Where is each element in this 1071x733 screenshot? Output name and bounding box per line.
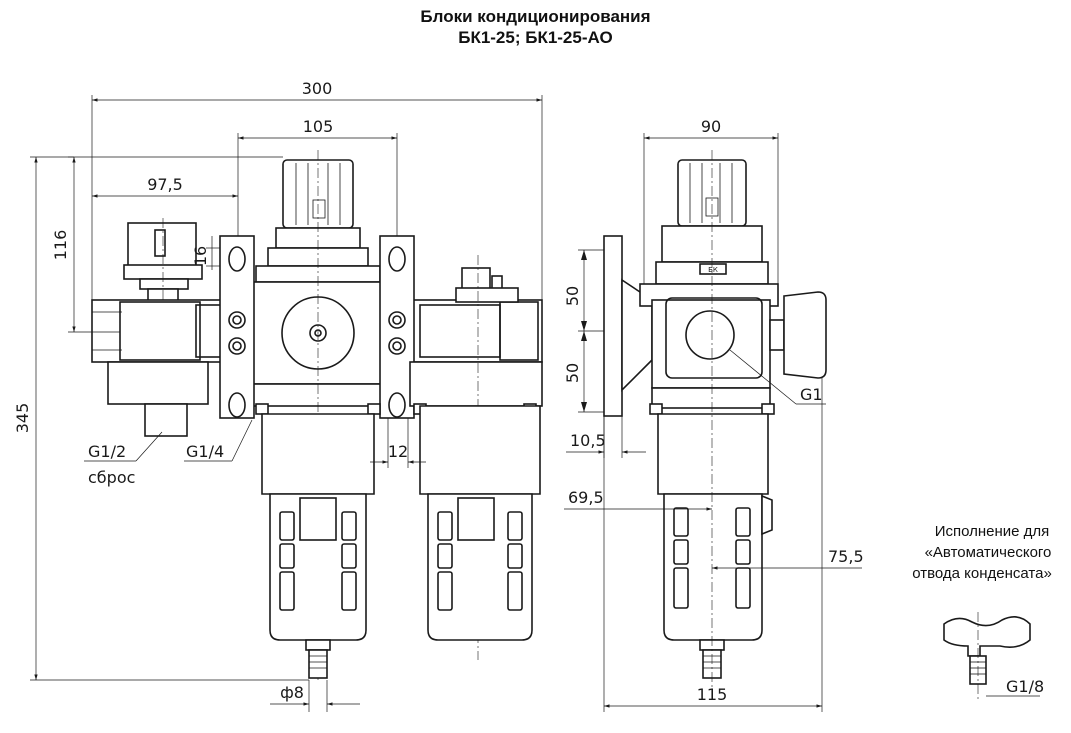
bowl-offset-label: 75,5 (828, 547, 864, 566)
dim-97-5-label: 97,5 (147, 175, 183, 194)
title-line-1: Блоки кондиционирования (420, 7, 651, 26)
dim-69-5: 69,5 (564, 488, 712, 511)
dim-116-label: 116 (51, 230, 70, 261)
dim-97-5: 97,5 (92, 175, 238, 198)
mount-upper-label: 50 (563, 286, 582, 306)
dim-115: 115 (603, 378, 823, 712)
gauge-block (123, 218, 203, 430)
front-view: 300 105 97,5 116 345 (13, 79, 543, 712)
mount-depth-label: 69,5 (568, 488, 604, 507)
dim-300-label: 300 (302, 79, 333, 98)
dim-345-label: 345 (13, 403, 32, 434)
dim-105: 105 (237, 117, 398, 236)
note-line-3: отвода конденсата» (912, 565, 1052, 582)
dim-12: 12 (370, 418, 426, 468)
right-bowl (419, 405, 541, 641)
brackets (219, 235, 415, 419)
regulator-unit (249, 150, 387, 680)
mount-lower-label: 50 (563, 363, 582, 383)
dim-90: 90 (643, 117, 779, 284)
leader-g1-4: G1/4 (184, 419, 253, 462)
dim-phi-8: ф8 (270, 680, 360, 712)
dim-10-5: 10,5 (566, 416, 646, 458)
leader-g1: G1 (729, 349, 826, 405)
auto-drain-detail: Исполнение для «Автоматического отвода к… (912, 523, 1052, 700)
dim-phi-8-label: ф8 (280, 683, 304, 702)
dim-75-5: 75,5 (712, 547, 864, 570)
dim-50-50: 50 50 (563, 249, 604, 413)
filter-head (409, 255, 543, 660)
dim-90-label: 90 (701, 117, 721, 136)
base-width-label: 115 (697, 685, 728, 704)
dim-300: 300 (91, 79, 543, 300)
flange-thickness-label: 10,5 (570, 431, 606, 450)
note-line-1: Исполнение для (935, 523, 1050, 540)
dim-16-label: 16 (191, 246, 210, 266)
left-bowl (261, 413, 375, 679)
drain-port-label: G1/8 (1006, 677, 1044, 696)
note-line-2: «Автоматического (925, 544, 1052, 561)
dim-16: 16 (191, 236, 220, 270)
leader-g1-2: G1/2 сброс (84, 431, 163, 487)
model-mark-label: БК (708, 266, 718, 274)
title-line-2: БК1-25; БК1-25-АО (458, 28, 613, 47)
left-drain-body (107, 361, 209, 437)
port-left-label: G1/2 (88, 442, 126, 461)
port-gauge-label: G1/4 (186, 442, 224, 461)
drawing-title: Блоки кондиционирования БК1-25; БК1-25-А… (0, 6, 1071, 48)
side-view: БК 90 (563, 117, 864, 712)
dim-116: 116 (51, 156, 283, 333)
port-side-label: G1 (800, 385, 823, 404)
dim-12-label: 12 (388, 442, 408, 461)
dim-345: 345 (13, 156, 309, 681)
dim-105-label: 105 (303, 117, 334, 136)
port-left-sub-label: сброс (88, 468, 135, 487)
